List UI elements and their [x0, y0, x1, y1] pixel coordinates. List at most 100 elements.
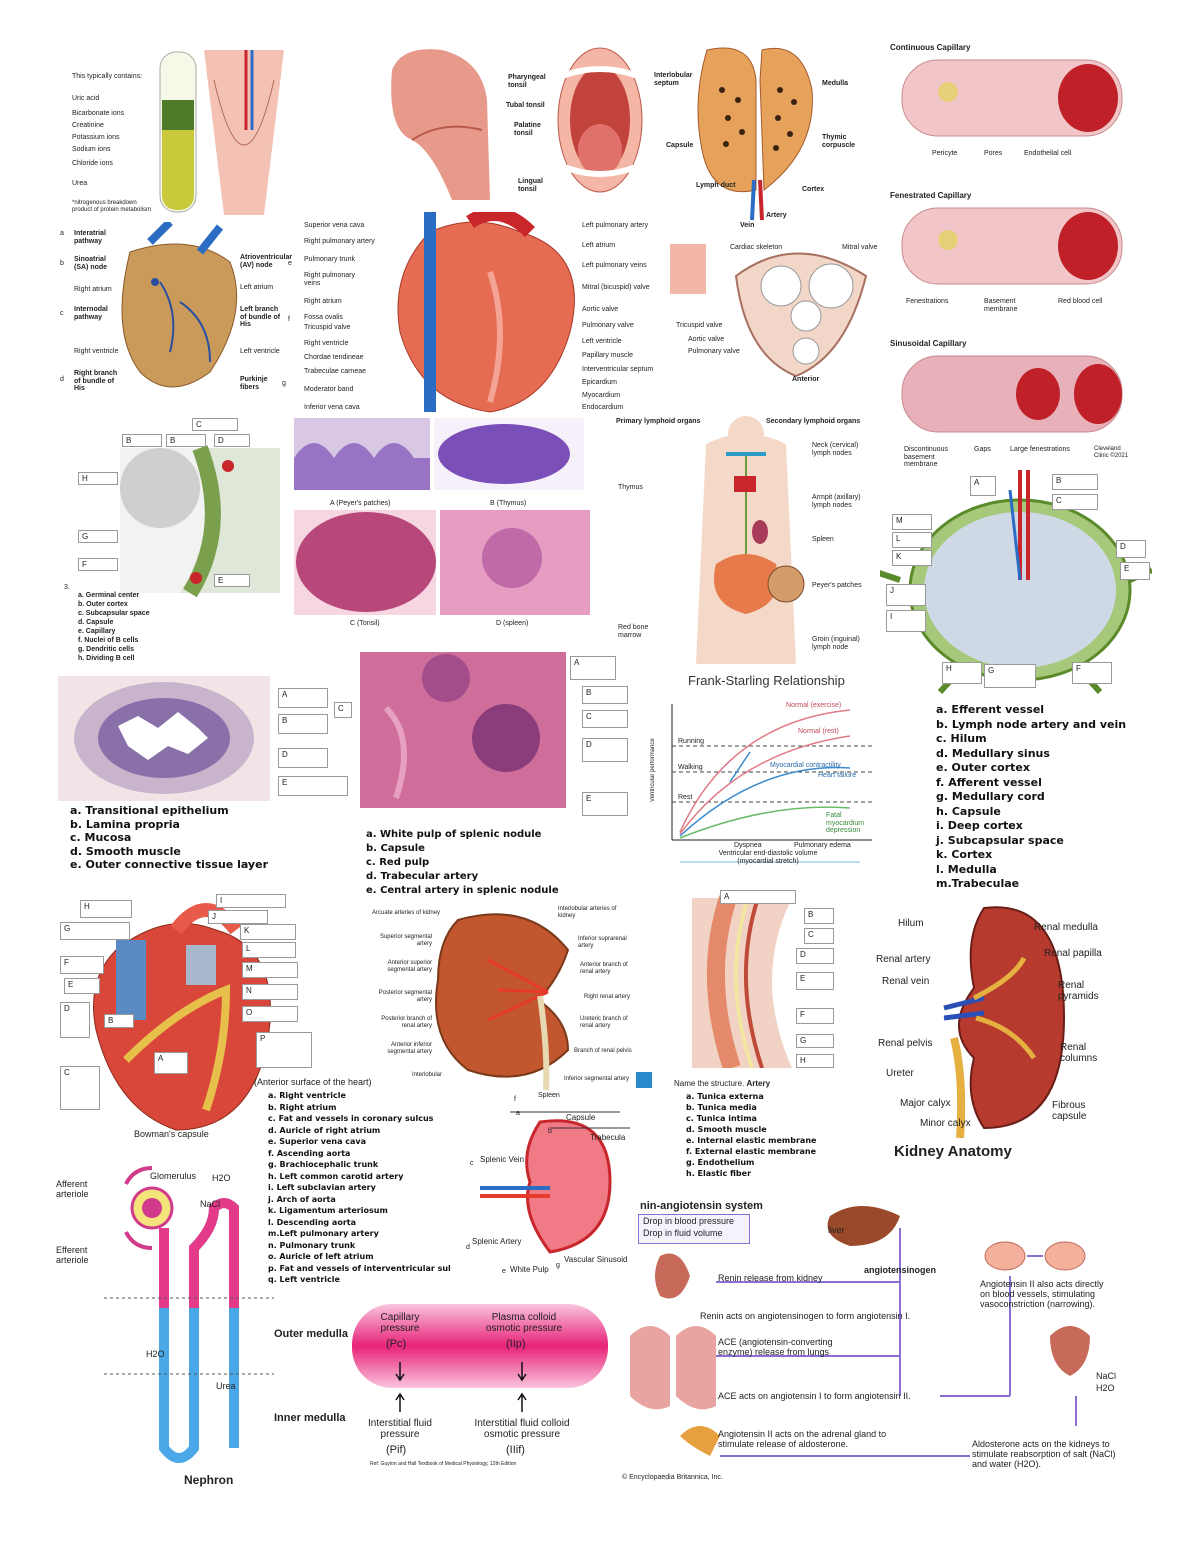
label-box[interactable]: D	[796, 948, 834, 964]
label-box[interactable]: F	[78, 558, 118, 571]
raas-credit: © Encyclopaedia Britannica, Inc.	[622, 1474, 723, 1481]
spleen-letter: b	[548, 1128, 552, 1135]
label-box[interactable]: D	[582, 738, 628, 762]
label-box[interactable]: B	[278, 714, 328, 734]
label-box[interactable]: G	[60, 922, 130, 940]
tissue-caption: B (Thymus)	[490, 500, 527, 507]
lymph-histo-item: a. Germinal center	[78, 592, 140, 599]
label-box[interactable]: G	[796, 1034, 834, 1048]
label-box[interactable]: N	[242, 984, 298, 1000]
label-box[interactable]: P	[256, 1032, 312, 1068]
label-box[interactable]: A	[720, 890, 796, 904]
label-box[interactable]: I	[886, 610, 926, 632]
spleen-label: Spleen	[538, 1092, 560, 1099]
label-box[interactable]: F	[60, 956, 104, 974]
kidney-label: Major calyx	[900, 1098, 951, 1109]
label-box[interactable]: J	[886, 584, 926, 606]
key-item: h. Elastic fiber	[686, 1169, 752, 1178]
key-item: i. Deep cortex	[936, 819, 1023, 832]
label-box[interactable]: J	[208, 910, 268, 924]
spleen-label: White Pulp	[510, 1265, 549, 1274]
label-box[interactable]: O	[242, 1006, 298, 1022]
label-box[interactable]: B	[1052, 474, 1098, 490]
kidney-label: Minor calyx	[920, 1118, 971, 1129]
label-box[interactable]: A	[278, 688, 328, 708]
frank-starling-plot	[671, 704, 872, 863]
label-box[interactable]: B	[104, 1014, 134, 1028]
label-box[interactable]: B	[582, 686, 628, 704]
lymph-histo-item: c. Subcapsular space	[78, 610, 150, 617]
label-box[interactable]: F	[1072, 662, 1112, 684]
label-box[interactable]: E	[214, 574, 250, 587]
label-box[interactable]: H	[796, 1054, 834, 1068]
label-box[interactable]: E	[64, 978, 100, 994]
starling-label: Capillary pressure	[380, 1312, 420, 1334]
raas-title: nin-angiotensin system	[640, 1200, 763, 1212]
thymus-panel: Interlobular septum Medulla Capsule Thym…	[652, 40, 862, 230]
label-box[interactable]: D	[1116, 540, 1146, 558]
label-box[interactable]: D	[214, 434, 250, 447]
conduction-label: Internodal pathway	[74, 306, 108, 321]
conduction-label: Atrioventricular (AV) node	[240, 254, 293, 269]
label-box[interactable]: K	[892, 550, 932, 566]
key-item: c. Hilum	[936, 732, 987, 745]
label-box[interactable]: C	[804, 928, 834, 944]
label-box[interactable]: E	[278, 776, 348, 796]
heart-label: Pulmonary valve	[582, 322, 634, 329]
label-box[interactable]: K	[240, 924, 296, 940]
label-box[interactable]: A	[970, 476, 996, 496]
label-box[interactable]: C	[192, 418, 238, 431]
nephron-label: Glomerulus	[150, 1171, 197, 1181]
label-box[interactable]: H	[80, 900, 132, 918]
artery-label: Branch of renal pelvis	[574, 1048, 632, 1054]
label-box[interactable]: E	[582, 792, 628, 816]
lymph-histo-item: b. Outer cortex	[78, 601, 128, 608]
label-box[interactable]: E	[796, 972, 834, 990]
label-box[interactable]: G	[78, 530, 118, 543]
key-item: e. Outer connective tissue layer	[70, 858, 268, 871]
conduction-letter: d	[60, 376, 64, 383]
spleen-letter: e	[502, 1268, 506, 1275]
label-box[interactable]: F	[796, 1008, 834, 1024]
label-box[interactable]: C	[60, 1066, 100, 1110]
frank-starling-panel: Frank-Starling Relationship Ventricular …	[650, 672, 886, 872]
label-box[interactable]: M	[242, 962, 298, 978]
kidney-arteries-diagram	[435, 913, 652, 1090]
spleen-letter: d	[466, 1244, 470, 1251]
spleen-diagram	[480, 1111, 630, 1254]
starling-label: Interstitial fluid pressure	[368, 1418, 432, 1440]
label-box[interactable]: D	[60, 1002, 90, 1038]
label-box[interactable]: B	[122, 434, 162, 447]
label-box[interactable]: M	[892, 514, 932, 530]
key-item: k. Cortex	[936, 848, 993, 861]
raas-panel: nin-angiotensin system Drop in blood pre…	[620, 1196, 1130, 1486]
label-box[interactable]: A	[154, 1052, 188, 1074]
label-box[interactable]: E	[1120, 562, 1150, 580]
label-box[interactable]: H	[942, 662, 982, 684]
key-item: e. Outer cortex	[936, 761, 1030, 774]
label-box[interactable]: B	[166, 434, 206, 447]
label-box[interactable]: C	[334, 702, 352, 718]
conduction-label: Purkinje fibers	[240, 376, 268, 391]
label-box[interactable]: C	[1052, 494, 1098, 510]
raas-step: ACE acts on angiotensin I to form angiot…	[718, 1391, 911, 1401]
capillary-label: Basement membrane	[984, 298, 1018, 313]
nephron-title: Nephron	[184, 1473, 234, 1487]
spleen-histo-image	[360, 652, 566, 808]
key-item: c. Red pulp	[366, 857, 430, 868]
label-box[interactable]: I	[216, 894, 286, 908]
label-box[interactable]: B	[804, 908, 834, 924]
tissue-images	[294, 418, 590, 615]
label-box[interactable]: C	[582, 710, 628, 728]
label-box[interactable]: L	[892, 532, 932, 548]
valve-label: Anterior	[792, 376, 820, 383]
label-box[interactable]: A	[570, 656, 616, 680]
conduction-letter: e	[288, 260, 292, 267]
label-box[interactable]: G	[984, 664, 1036, 688]
label-box[interactable]: L	[242, 942, 296, 958]
urine-diagram	[159, 50, 284, 215]
key-item: d. Auricle of right atrium	[268, 1125, 381, 1135]
label-box[interactable]: D	[278, 748, 328, 768]
label-box[interactable]: H	[78, 472, 118, 485]
starling-credit: Ref: Guyton and Hall Textbook of Medical…	[370, 1461, 517, 1467]
